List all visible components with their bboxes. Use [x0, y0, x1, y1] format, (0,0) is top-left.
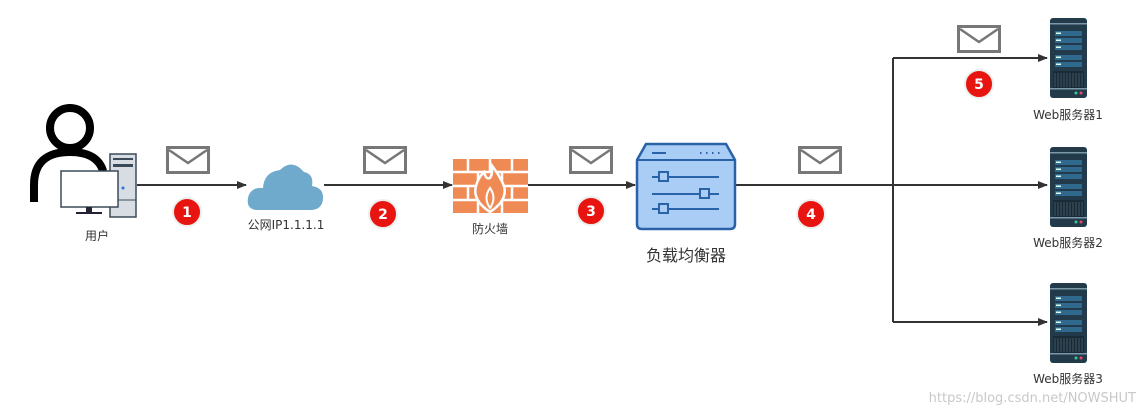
cloud-icon [247, 164, 324, 210]
connectors [137, 54, 1048, 326]
cloud-label: 公网IP1.1.1.1 [248, 218, 325, 232]
server-icon [1049, 146, 1088, 228]
web-server-1: Web服务器1 [1033, 17, 1103, 122]
envelope-icon [798, 146, 842, 174]
svg-text:3: 3 [586, 204, 596, 220]
firewall-label: 防火墙 [472, 221, 508, 236]
envelope-icon [166, 146, 210, 174]
firewall-node: 防火墙 [453, 159, 528, 236]
firewall-icon [453, 159, 528, 214]
server-icon [1049, 282, 1088, 364]
person-icon [30, 104, 108, 202]
web-server-2: Web服务器2 [1033, 146, 1103, 250]
envelope-icon [957, 25, 1001, 53]
step-badge-1: 1 [172, 197, 202, 227]
envelope-icon [569, 146, 613, 174]
server-label: Web服务器3 [1033, 371, 1103, 386]
server-label: Web服务器2 [1033, 235, 1103, 250]
web-server-3: Web服务器3 [1033, 282, 1103, 386]
load-balancer-icon [635, 142, 737, 231]
step-badge-3: 3 [576, 196, 606, 226]
user-label: 用户 [85, 228, 109, 243]
load-balancer-label: 负载均衡器 [646, 246, 726, 265]
load-balancer-node: 负载均衡器 [635, 142, 737, 265]
envelope-icon [363, 146, 407, 174]
svg-text:5: 5 [974, 77, 984, 93]
server-icon [1049, 17, 1088, 99]
cloud-node: 公网IP1.1.1.1 [247, 164, 325, 232]
user-node: 用户 [30, 104, 137, 243]
step-badge-5: 5 [964, 69, 994, 99]
svg-text:1: 1 [182, 205, 192, 221]
computer-icon [60, 153, 137, 218]
step-badge-4: 4 [796, 199, 826, 229]
watermark: https://blog.csdn.net/NOWSHUT [929, 391, 1136, 406]
server-label: Web服务器1 [1033, 107, 1103, 122]
svg-text:2: 2 [378, 207, 388, 223]
step-badge-2: 2 [368, 199, 398, 229]
svg-text:4: 4 [806, 207, 816, 223]
